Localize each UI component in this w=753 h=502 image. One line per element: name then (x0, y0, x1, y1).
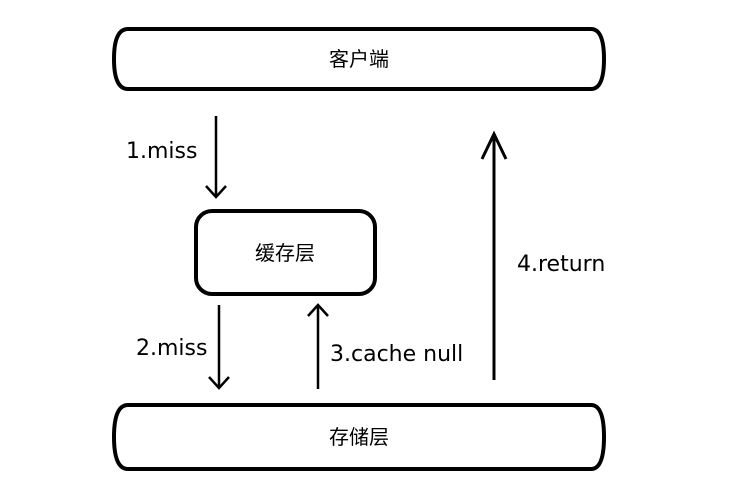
client-box (111, 27, 607, 91)
step2-label: 2.miss (136, 336, 207, 361)
arrow-step4 (480, 130, 508, 380)
arrowhead-down-icon (205, 185, 227, 199)
cache-node: 缓存层 (194, 209, 377, 296)
arrowhead-up-icon (307, 303, 329, 317)
arrow-step1 (205, 116, 227, 199)
storage-box (111, 403, 607, 471)
client-node: 客户端 (111, 27, 607, 91)
step3-label: 3.cache null (330, 342, 463, 367)
cache-box (194, 209, 377, 296)
storage-label: 存储层 (329, 425, 389, 449)
cache-label: 缓存层 (255, 241, 315, 265)
step1-label: 1.miss (126, 139, 197, 164)
arrow-step2 (208, 305, 230, 390)
arrowhead-down-icon (208, 376, 230, 390)
storage-node: 存储层 (111, 403, 607, 471)
step4-label: 4.return (517, 252, 605, 277)
arrowhead-up-icon (480, 130, 508, 160)
arrow-step3 (307, 303, 329, 389)
client-label: 客户端 (329, 47, 389, 71)
